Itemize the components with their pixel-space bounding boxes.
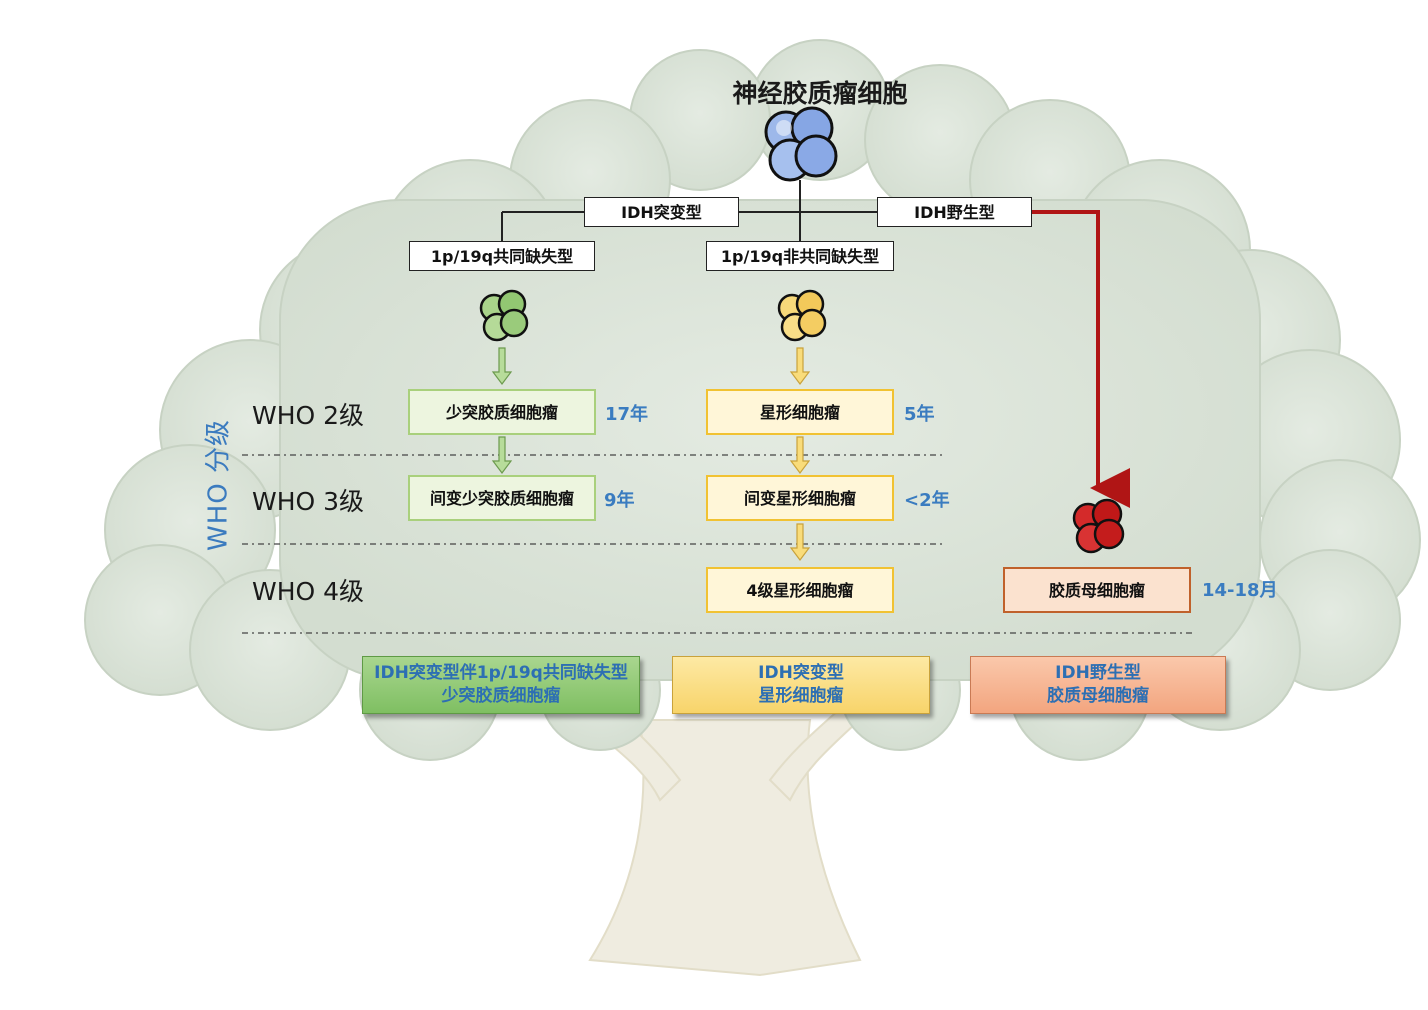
yellow-cell-cluster: [777, 289, 827, 342]
anaplastic-astrocytoma-box: 间变星形细胞瘤: [706, 475, 894, 521]
final-oligo-line2: 少突胶质细胞瘤: [441, 686, 561, 706]
final-astro-line1: IDH突变型: [758, 663, 844, 683]
red-cell-cluster: [1072, 498, 1125, 554]
green-cell-cluster: [479, 289, 529, 342]
final-gbm-line2: 胶质母细胞瘤: [1047, 686, 1149, 706]
final-astrocytoma-box: IDH突变型 星形细胞瘤: [672, 656, 930, 714]
final-glioblastoma-box: IDH野生型 胶质母细胞瘤: [970, 656, 1226, 714]
idh-wildtype-box: IDH野生型: [877, 197, 1032, 227]
non-codeleted-box: 1p/19q非共同缺失型: [706, 241, 894, 271]
final-astro-line2: 星形细胞瘤: [758, 686, 844, 706]
codeleted-box: 1p/19q共同缺失型: [409, 241, 595, 271]
blue-cell-cluster: [764, 106, 838, 182]
grade4-astrocytoma-box: 4级星形细胞瘤: [706, 567, 894, 613]
who-grade3-label: WHO 3级: [252, 487, 365, 516]
arrow-yellow-1: [789, 347, 811, 385]
oligodendroglioma-box: 少突胶质细胞瘤: [408, 389, 596, 435]
idh-mutant-box: IDH突变型: [584, 197, 739, 227]
survival-oligo: 17年: [605, 404, 649, 425]
green-down-arrows: [491, 347, 513, 474]
arrow-yellow-3: [789, 523, 811, 561]
arrow-green-1: [491, 347, 513, 385]
survival-anaplastic-astro: <2年: [904, 490, 950, 511]
survival-gbm: 14-18月: [1202, 580, 1278, 601]
yellow-down-arrows: [789, 347, 811, 561]
glioblastoma-box: 胶质母细胞瘤: [1003, 567, 1191, 613]
arrow-yellow-2: [789, 436, 811, 474]
who-axis-label: WHO 分级: [203, 419, 234, 551]
arrow-green-2: [491, 436, 513, 474]
who-grade2-label: WHO 2级: [252, 401, 365, 430]
who-grade-dividers: [242, 454, 1192, 634]
survival-anaplastic-oligo: 9年: [604, 490, 635, 511]
final-gbm-line1: IDH野生型: [1055, 663, 1141, 683]
survival-astro: 5年: [904, 404, 935, 425]
astrocytoma-box: 星形细胞瘤: [706, 389, 894, 435]
final-oligo-line1: IDH突变型伴1p/19q共同缺失型: [374, 663, 628, 683]
wildtype-branch-arrow: [1032, 210, 1130, 508]
who-grade4-label: WHO 4级: [252, 577, 365, 606]
diagram-title: 神经胶质瘤细胞: [732, 79, 908, 108]
anaplastic-oligodendroglioma-box: 间变少突胶质细胞瘤: [408, 475, 596, 521]
final-oligodendroglioma-box: IDH突变型伴1p/19q共同缺失型 少突胶质细胞瘤: [362, 656, 640, 714]
